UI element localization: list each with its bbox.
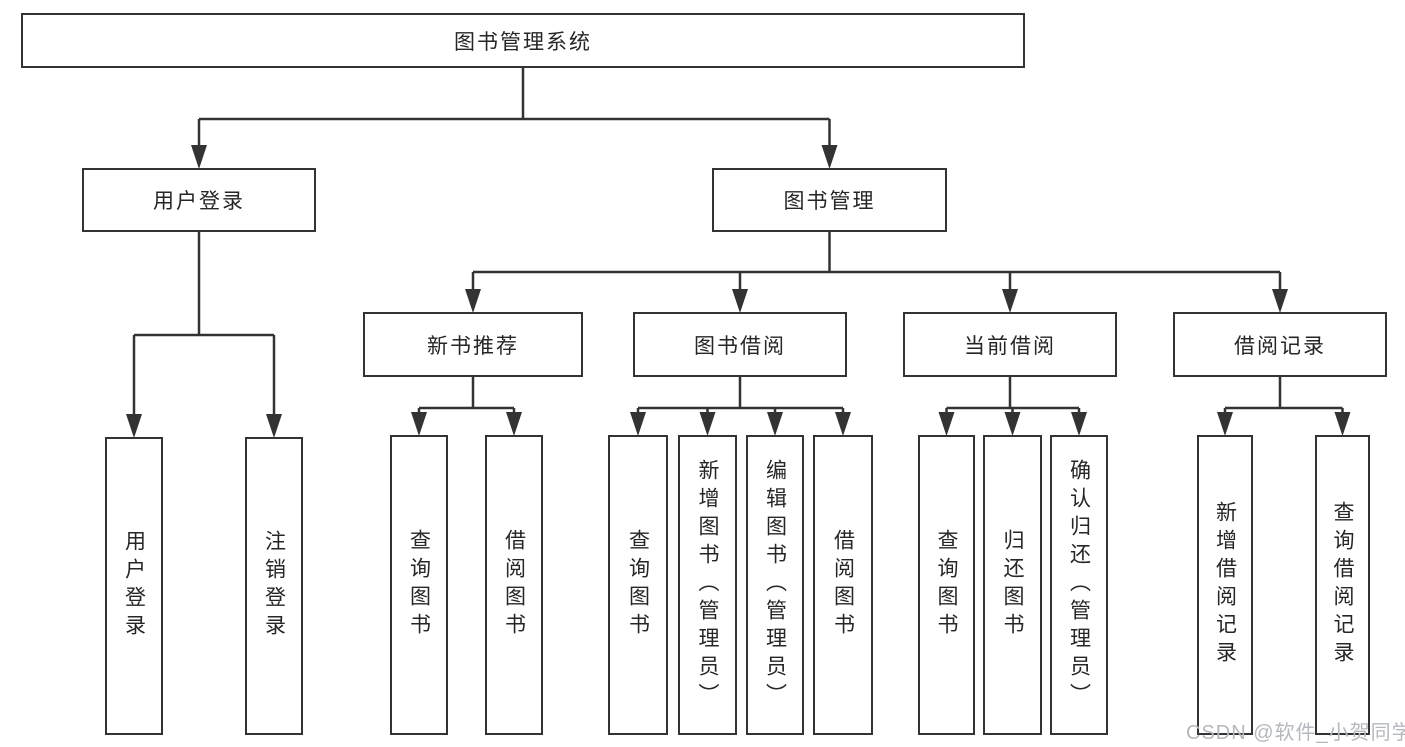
node-label: 图书借阅 [694,334,786,358]
node-root: 图书管理系统 [21,13,1025,68]
node-book-borrow: 图书借阅 [633,312,847,377]
node-user-login: 用户登录 [82,168,316,232]
node-label: 借阅图书 [502,529,526,641]
node-label: 归还图书 [1001,529,1024,641]
node-label: 用户登录 [153,190,245,213]
node-label: 查询借阅记录 [1331,501,1354,669]
node-label: 注销登录 [262,530,286,642]
node-label: 用户登录 [122,530,146,642]
node-label: 借阅记录 [1234,334,1326,358]
node-leaf-confirm-return: 确认归还（管理员） [1050,435,1108,735]
node-leaf-edit-book: 编辑图书（管理员） [746,435,804,735]
node-leaf-return-book: 归还图书 [983,435,1042,735]
node-label: 借阅图书 [831,529,855,641]
node-leaf-query-books-cur: 查询图书 [918,435,975,735]
node-leaf-add-book: 新增图书（管理员） [678,435,737,735]
node-leaf-borrow-books-2: 借阅图书 [813,435,873,735]
node-current-borrow: 当前借阅 [903,312,1117,377]
node-label: 编辑图书（管理员） [763,459,787,711]
node-label: 图书管理 [783,190,876,213]
node-label: 查询图书 [407,529,431,641]
node-label: 新增图书（管理员） [696,459,719,711]
node-new-book-rec: 新书推荐 [363,312,583,377]
node-label: 新增借阅记录 [1213,501,1237,669]
node-label: 查询图书 [626,529,650,641]
node-label: 确认归还（管理员） [1067,459,1091,711]
node-leaf-user-login: 用户登录 [105,437,163,735]
node-leaf-query-books-new: 查询图书 [390,435,448,735]
node-book-mgmt: 图书管理 [712,168,947,232]
node-leaf-query-books-borrow: 查询图书 [608,435,668,735]
node-label: 当前借阅 [964,334,1056,358]
node-label: 查询图书 [935,529,958,641]
node-leaf-add-borrow-rec: 新增借阅记录 [1197,435,1253,735]
node-label: 新书推荐 [427,334,519,358]
node-leaf-borrow-books-new: 借阅图书 [485,435,543,735]
node-label: 图书管理系统 [454,30,592,54]
watermark: CSDN @软件_小贺同学 [1186,722,1405,744]
node-borrow-records: 借阅记录 [1173,312,1387,377]
node-leaf-query-borrow-rec: 查询借阅记录 [1315,435,1370,735]
node-leaf-logout: 注销登录 [245,437,303,735]
